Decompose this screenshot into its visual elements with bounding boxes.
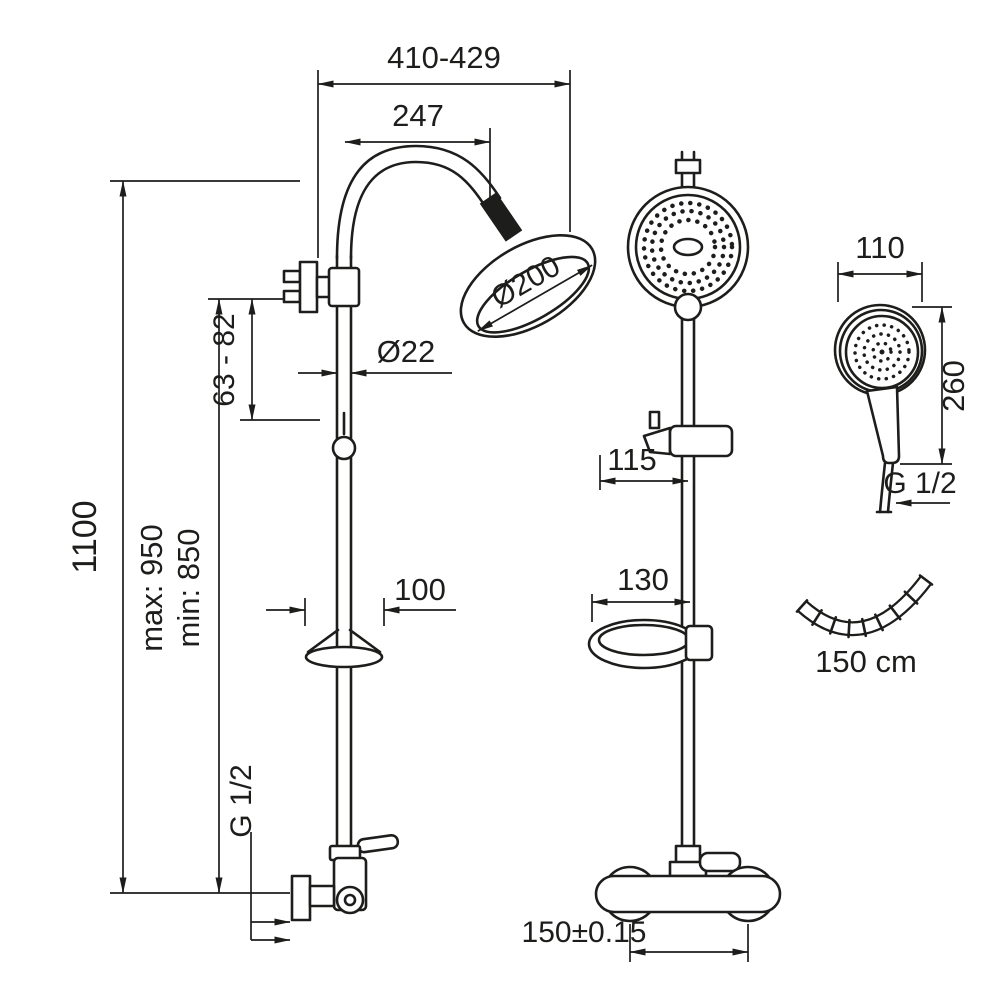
bracket-screw-bottom: [282, 289, 302, 304]
hose-length-label: 150 cm: [815, 644, 917, 679]
soap-dish: [587, 618, 714, 670]
shower-head-side: Ø200: [459, 234, 597, 338]
dim-arm-projection-label: 247: [392, 98, 444, 133]
head-logo-oval: [672, 237, 704, 257]
mixer-handle: [698, 851, 742, 873]
dim-bottom-spacing: 150±0.15: [522, 916, 749, 962]
handshower-holder: [642, 410, 734, 458]
front-view: [587, 150, 782, 923]
dim-holder-projection-label: 115: [607, 442, 656, 477]
dish-clamp: [684, 624, 714, 662]
dim-total-height-label: 1100: [66, 500, 104, 573]
hose-hatching: [811, 590, 919, 639]
dim-top-width: 410-429: [317, 40, 571, 258]
bracket-screw-top: [282, 269, 302, 284]
wall-bracket: [282, 260, 361, 314]
dim-dish-width: 130: [591, 562, 691, 622]
dim-bracket-range: 63 - 82: [208, 298, 320, 421]
valve-lever: [356, 833, 400, 854]
handshower-nozzles-outer: [853, 323, 911, 381]
dimensions: 410-429 247 Ø22 63 - 82 1100: [66, 40, 971, 962]
hand-shower: [833, 303, 927, 514]
bracket-plate: [298, 260, 319, 314]
spray-nozzle-ring-outer: [641, 200, 735, 294]
escutcheon-bell: [304, 628, 384, 669]
dim-bracket-range-label: 63 - 82: [208, 313, 241, 406]
dim-adjustable-height: max: 950 min: 850: [134, 298, 284, 894]
dim-dish-width-label: 130: [617, 562, 669, 597]
hose-stub-left: [878, 461, 887, 514]
valve-connector: [308, 884, 336, 908]
valve-wall-plate: [290, 874, 312, 922]
shower-hose: 150 cm: [795, 574, 934, 679]
dim-valve-thread-label: G 1/2: [225, 764, 258, 837]
dish-inner: [597, 623, 691, 657]
dim-height-max-label: max: 950: [134, 524, 169, 652]
diverter-knob: [331, 411, 357, 461]
mixer-body: [594, 874, 782, 914]
spray-nozzle-ring-mid: [649, 208, 727, 286]
dim-handshower-thread-label: G 1/2: [883, 467, 956, 500]
hose-end-cap-left: [795, 599, 809, 613]
dim-holder-projection: 115: [599, 442, 689, 490]
hose-end-cap-right: [918, 574, 934, 586]
holder-body: [668, 424, 734, 458]
dim-handshower-length-label: 260: [936, 360, 971, 412]
dim-handshower-width: 110: [837, 230, 923, 302]
stub-collar: [674, 158, 702, 175]
side-view: Ø200: [282, 144, 597, 922]
dim-escutcheon-width-label: 100: [394, 572, 446, 607]
bottom-valve: [290, 833, 400, 922]
handshower-nozzles-inner: [871, 341, 893, 363]
dim-top-width-label: 410-429: [387, 40, 501, 75]
shower-rail: [680, 298, 696, 850]
head-ball-joint: [673, 292, 703, 322]
gooseneck-arm: [335, 144, 523, 260]
riser-pipe: [335, 254, 353, 852]
dim-total-height: 1100: [66, 180, 300, 894]
pipe-clamp: [327, 266, 361, 308]
dim-arm-projection: 247: [344, 98, 491, 198]
shower-head-front: [626, 185, 750, 309]
dim-pipe-diameter: Ø22: [298, 334, 452, 377]
hose-stub-right: [886, 461, 895, 514]
dim-handshower-thread: G 1/2: [883, 467, 957, 507]
dim-escutcheon-width: 100: [266, 572, 456, 626]
top-stub: [674, 150, 702, 194]
dim-bottom-spacing-label: 150±0.15: [522, 916, 647, 949]
spray-nozzle-ring-inner: [658, 217, 718, 277]
handshower-center: [879, 349, 885, 355]
valve-cap-center: [343, 893, 357, 907]
mixer-valve: [594, 844, 782, 923]
handshower-handle: [865, 385, 901, 465]
dim-handshower-length: 260: [900, 306, 971, 465]
dim-pipe-diameter-label: Ø22: [377, 334, 436, 369]
handshower-nozzles-mid: [862, 332, 902, 372]
dim-valve-thread: G 1/2: [225, 764, 291, 944]
dim-handshower-width-label: 110: [855, 230, 904, 265]
holder-pin: [648, 410, 661, 430]
head-connector: [479, 192, 523, 242]
dim-head-diameter-line: [477, 264, 593, 332]
dim-height-min-label: min: 850: [171, 529, 206, 648]
